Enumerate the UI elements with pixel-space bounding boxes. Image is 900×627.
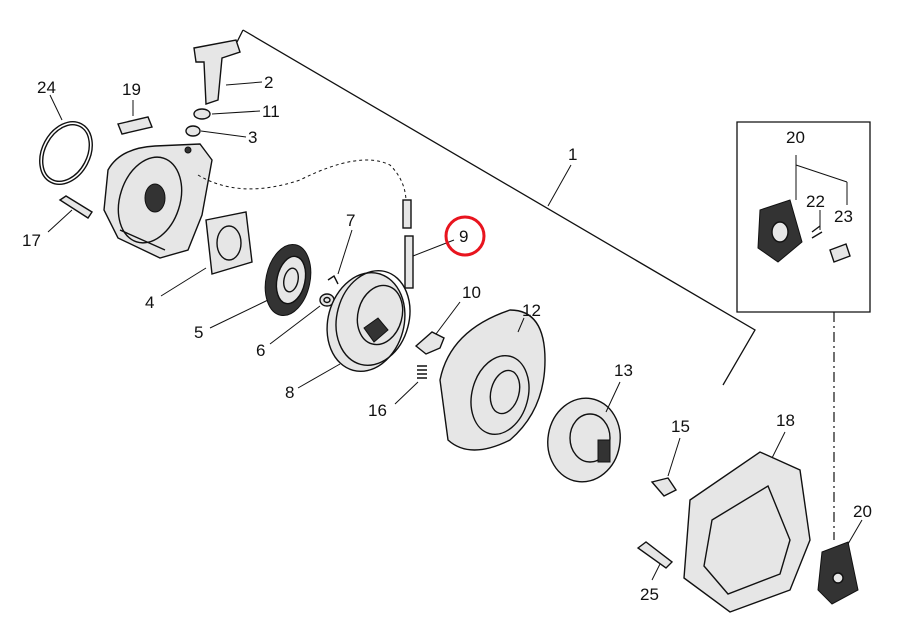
callout-10[interactable]: 10 (462, 283, 481, 302)
callout-labels: 1 2 3 4 5 6 7 8 9 10 11 12 13 15 16 17 1… (22, 73, 872, 604)
bolt-25 (636, 541, 674, 581)
callout-12[interactable]: 12 (522, 301, 541, 320)
highlight-circle (444, 215, 486, 257)
callout-2[interactable]: 2 (264, 73, 273, 92)
callout-13[interactable]: 13 (614, 361, 633, 380)
callout-4[interactable]: 4 (145, 293, 154, 312)
callout-1[interactable]: 1 (568, 145, 577, 164)
callout-20[interactable]: 20 (853, 502, 872, 521)
starter-housing (103, 143, 213, 259)
callout-11[interactable]: 11 (262, 102, 280, 121)
rope-guide-3 (185, 125, 247, 138)
callout-7[interactable]: 7 (346, 211, 355, 230)
callout-23[interactable]: 23 (834, 207, 853, 226)
starter-handle-2 (193, 39, 263, 105)
label-plate-19 (117, 100, 153, 135)
callout-5[interactable]: 5 (194, 323, 203, 342)
callout-8[interactable]: 8 (285, 383, 294, 402)
flange-13 (547, 381, 621, 483)
pulley-8 (297, 270, 411, 389)
spring-clip-7 (327, 229, 353, 285)
callout-9[interactable]: 9 (459, 227, 468, 246)
washer-11 (193, 108, 261, 120)
recoil-spring-5 (209, 243, 312, 329)
o-ring-24 (39, 94, 93, 185)
callout-24[interactable]: 24 (37, 78, 56, 97)
plate-4 (160, 211, 253, 297)
ratchet-12 (439, 309, 546, 451)
callout-25[interactable]: 25 (640, 585, 659, 604)
callout-15[interactable]: 15 (671, 417, 690, 436)
inset-parts (757, 199, 851, 263)
pawl-10 (414, 301, 461, 355)
callout-19[interactable]: 19 (122, 80, 141, 99)
callout-6[interactable]: 6 (256, 341, 265, 360)
rope-9 (402, 199, 455, 289)
starter-rope (197, 159, 407, 201)
callout-3[interactable]: 3 (248, 128, 257, 147)
callout-16[interactable]: 16 (368, 401, 387, 420)
spring-16 (394, 365, 427, 405)
bolt-15 (650, 437, 681, 497)
screw-17 (47, 195, 93, 233)
bracket-20 (817, 519, 863, 605)
inset-box (736, 121, 871, 313)
callout-17[interactable]: 17 (22, 231, 41, 250)
callout-20-inset[interactable]: 20 (786, 128, 805, 147)
fan-cover-18 (683, 431, 811, 613)
callout-18[interactable]: 18 (776, 411, 795, 430)
callout-22[interactable]: 22 (806, 192, 825, 211)
